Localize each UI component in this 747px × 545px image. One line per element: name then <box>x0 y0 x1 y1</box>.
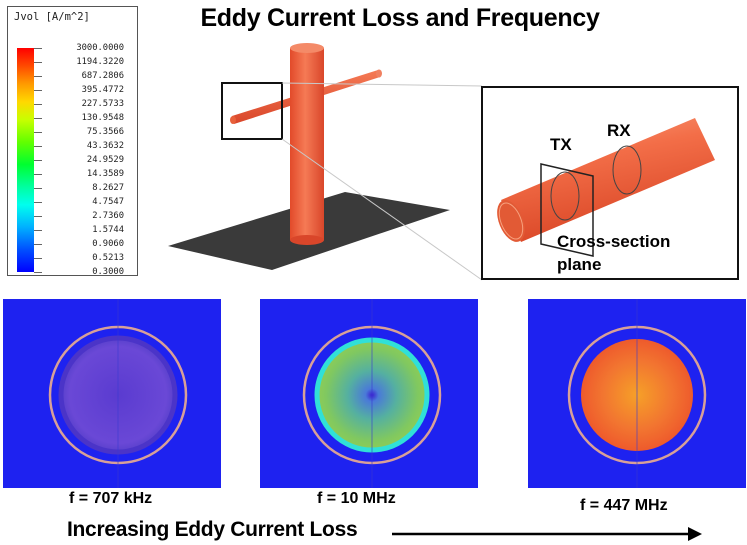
legend-tick-mark <box>34 104 42 105</box>
legend-tick-mark <box>34 76 42 77</box>
legend-tick-label: 75.3566 <box>86 127 124 137</box>
legend-tick-label: 3000.0000 <box>76 43 124 53</box>
legend-tick-mark <box>34 90 42 91</box>
legend-tick-mark <box>34 216 42 217</box>
legend-tick-label: 14.3589 <box>86 169 124 179</box>
zoom-box <box>221 82 283 140</box>
rx-coil <box>612 145 642 195</box>
legend-tick-label: 1194.3220 <box>76 57 124 67</box>
legend-tick-mark <box>34 118 42 119</box>
legend-tick-label: 130.9548 <box>81 113 124 123</box>
legend-tick-label: 24.9529 <box>86 155 124 165</box>
legend-tick-label: 4.7547 <box>92 197 124 207</box>
freq-label-10mhz: f = 10 MHz <box>317 490 396 507</box>
model-illustration <box>168 43 483 281</box>
rx-label: RX <box>607 121 631 140</box>
legend-title: Jvol [A/m^2] <box>14 11 90 23</box>
legend-tick-label: 0.5213 <box>92 253 124 263</box>
color-legend: Jvol [A/m^2] 3000.0000 1194.3220 687.2806 3… <box>7 6 138 277</box>
cross-section-plane <box>540 163 594 257</box>
legend-tick-label: 687.2806 <box>81 71 124 81</box>
legend-tick-label: 395.4772 <box>81 85 124 95</box>
caption-increasing-loss: Increasing Eddy Current Loss <box>67 518 358 541</box>
tx-label: TX <box>550 135 572 154</box>
legend-tick-mark <box>34 146 42 147</box>
legend-tick-label: 2.7360 <box>92 211 124 221</box>
legend-tick-mark <box>34 48 42 49</box>
legend-tick-label: 0.3000 <box>92 267 124 277</box>
legend-tick-mark <box>34 230 42 231</box>
legend-tick-label: 1.5744 <box>92 225 124 235</box>
vertical-rod <box>290 43 324 245</box>
legend-tick-mark <box>34 132 42 133</box>
legend-tick-mark <box>34 62 42 63</box>
zoom-line-bottom <box>281 138 483 281</box>
legend-tick-label: 8.2627 <box>92 183 124 193</box>
legend-tick-mark <box>34 244 42 245</box>
tx-coil <box>550 171 580 221</box>
legend-tick-mark <box>34 174 42 175</box>
zoom-line-top <box>281 82 483 87</box>
freq-label-447mhz: f = 447 MHz <box>580 497 668 514</box>
legend-tick-label: 227.5733 <box>81 99 124 109</box>
legend-tick-mark <box>34 202 42 203</box>
legend-tick-label: 0.9060 <box>92 239 124 249</box>
inset-rod-end <box>497 200 525 242</box>
cross-section-label: Cross-section plane <box>557 232 671 274</box>
panel-10mhz <box>260 299 478 488</box>
freq-label-707khz: f = 707 kHz <box>69 490 153 507</box>
legend-tick-mark <box>34 258 42 259</box>
legend-tick-label: 43.3632 <box>86 141 124 151</box>
inset-zoom-view: TX RX Cross-section plane <box>481 86 739 280</box>
legend-tick-mark <box>34 272 42 273</box>
legend-tick-mark <box>34 160 42 161</box>
figure-title: Eddy Current Loss and Frequency <box>200 4 600 32</box>
panel-707khz <box>3 299 221 488</box>
increasing-arrow <box>392 527 702 541</box>
legend-color-bar <box>17 48 34 272</box>
panel-447mhz <box>528 299 746 488</box>
legend-tick-mark <box>34 188 42 189</box>
inset-drawing <box>497 118 715 257</box>
